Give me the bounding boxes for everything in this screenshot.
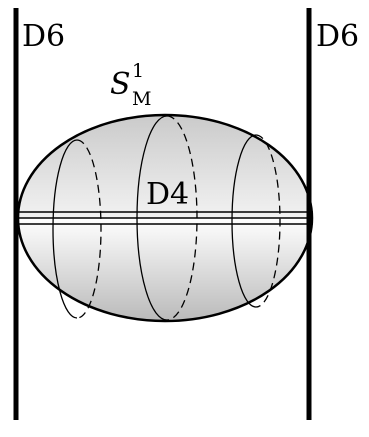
d4-label: D4 <box>146 177 190 212</box>
circle-subscript: M <box>132 88 152 110</box>
circle-symbol: S <box>110 67 131 102</box>
d6-left-label: D6 <box>22 19 66 54</box>
d6-right-label: D6 <box>316 19 360 54</box>
d4-brane-lines <box>15 211 313 225</box>
circle-superscript: 1 <box>132 60 145 82</box>
